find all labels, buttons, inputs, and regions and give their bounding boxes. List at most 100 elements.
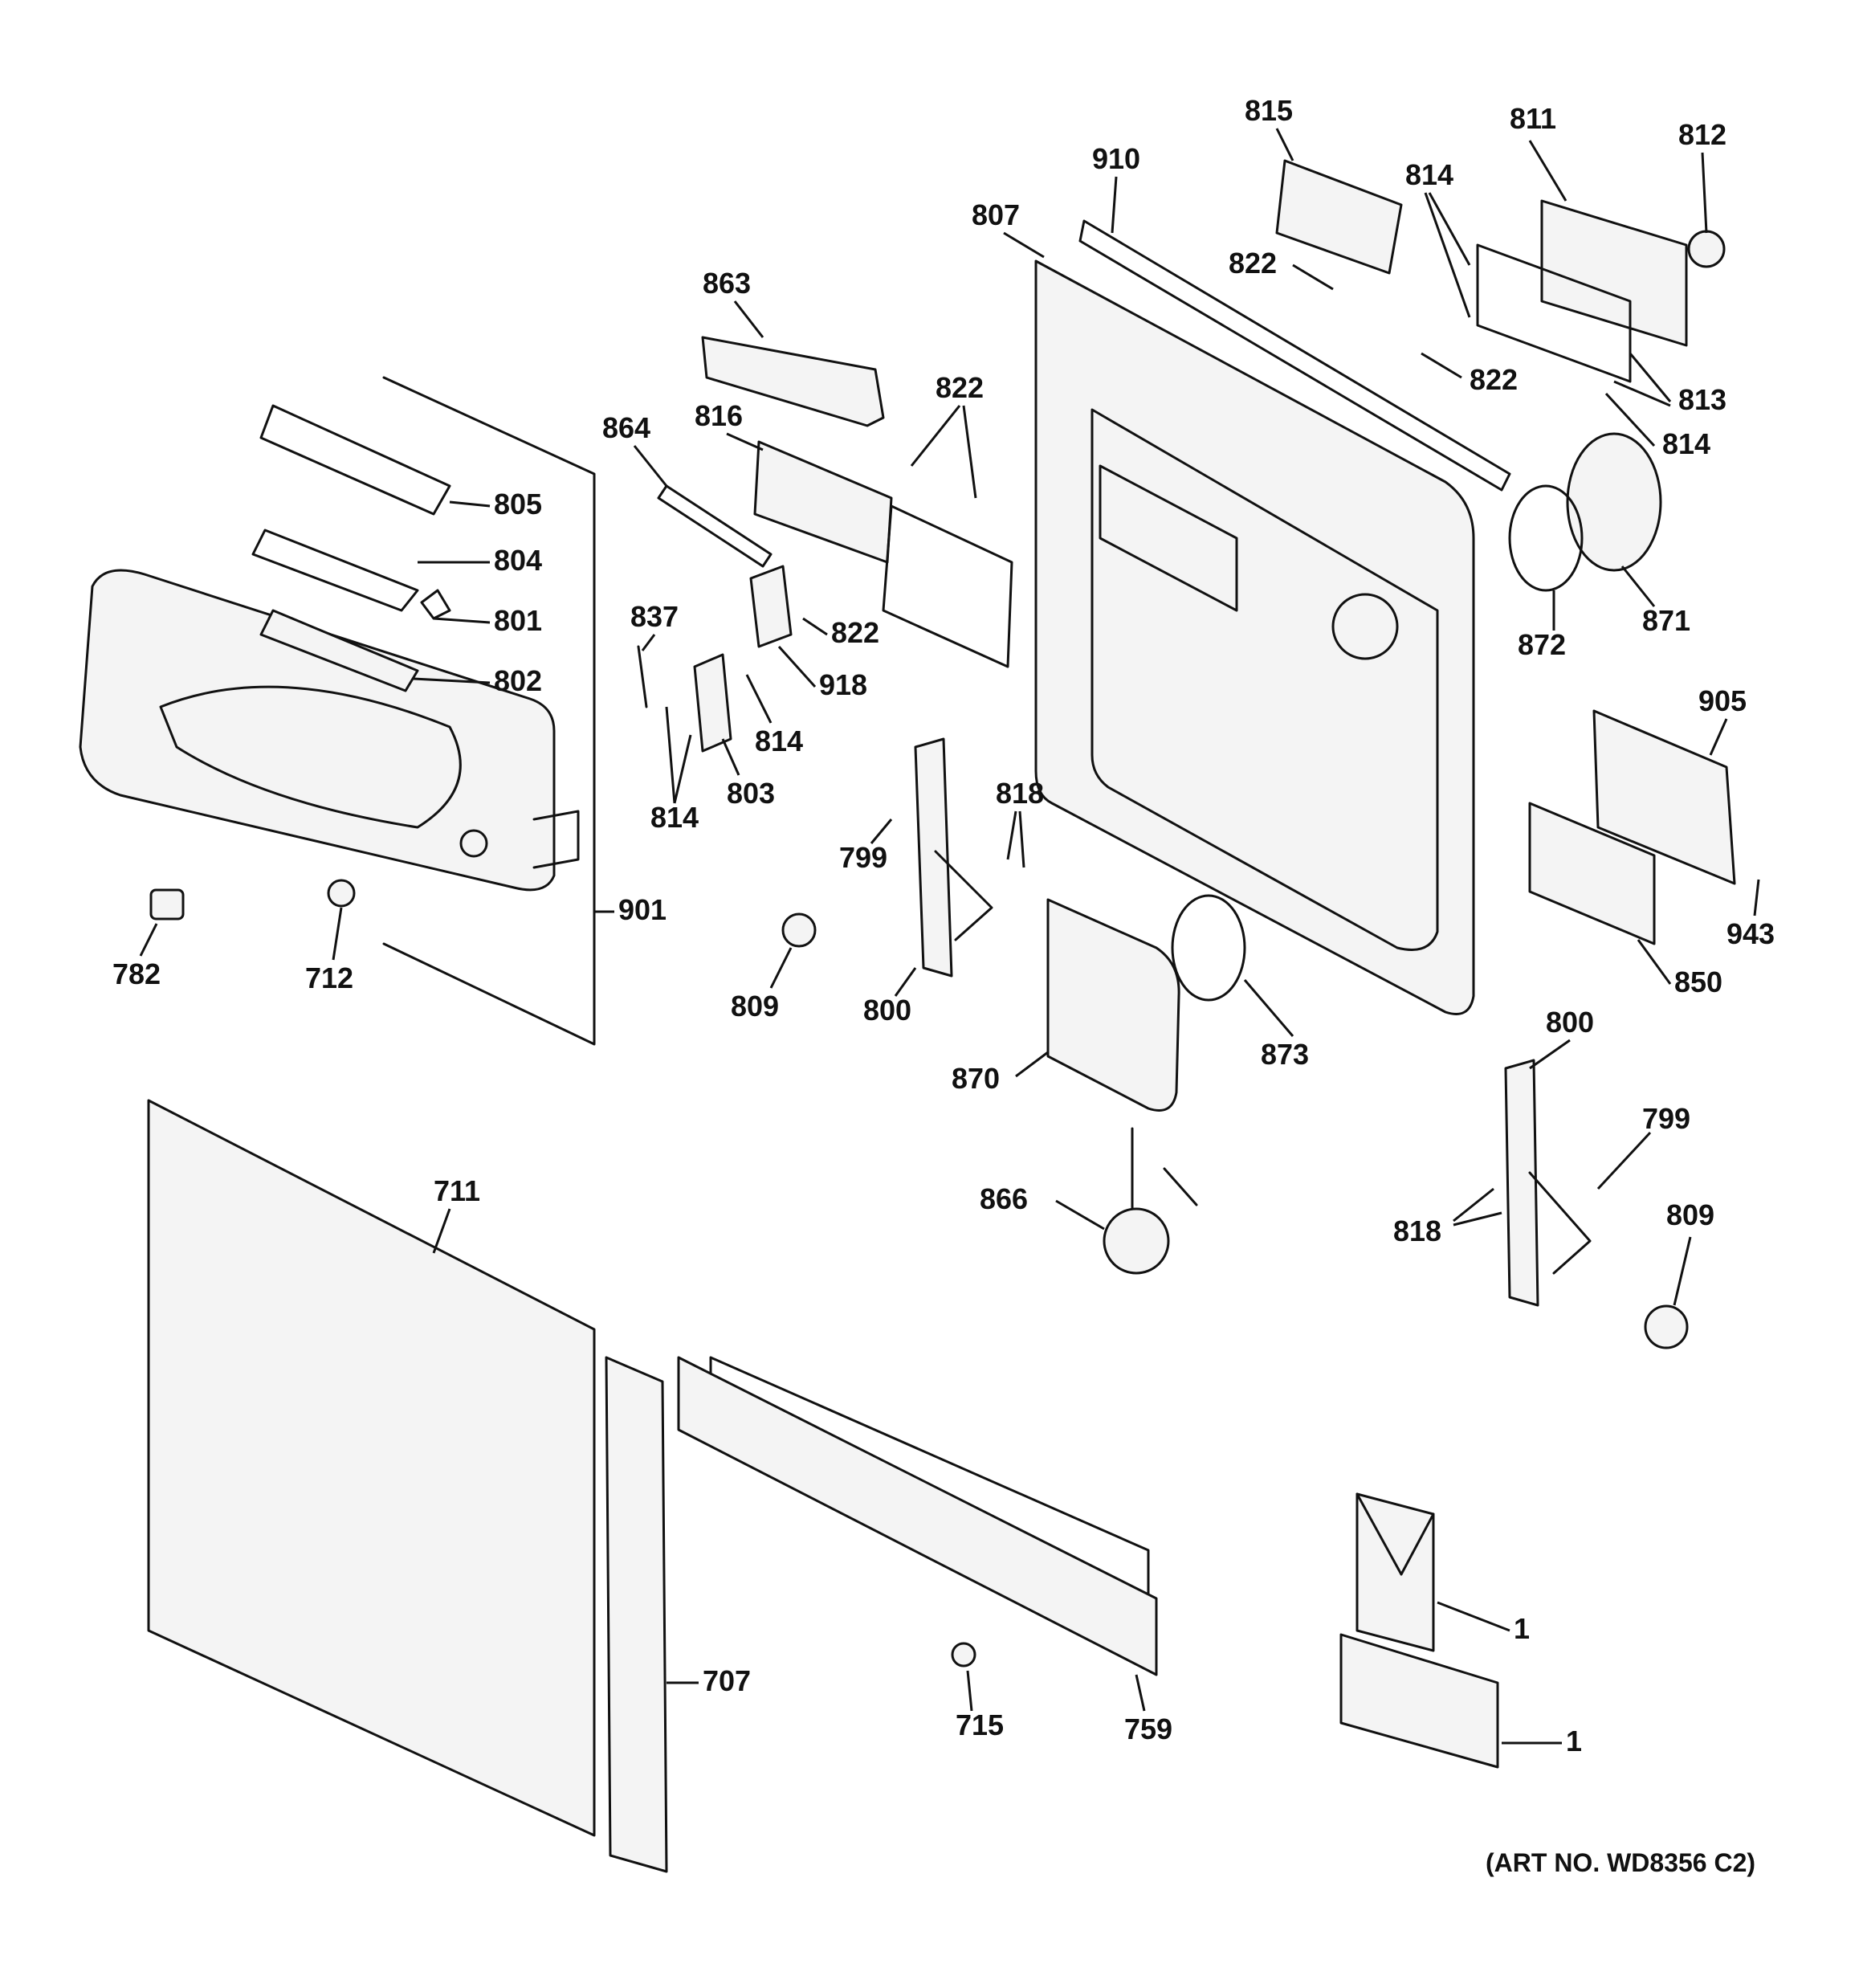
callout-800-right: 800 [1546, 1006, 1594, 1039]
callout-822-right: 822 [1470, 363, 1518, 396]
leader-813 [1629, 353, 1672, 402]
part-816-mount [882, 504, 1013, 668]
part-805 [259, 404, 451, 516]
leader-818a [1006, 810, 1017, 860]
callout-918: 918 [819, 668, 867, 701]
leader-837 [641, 634, 656, 651]
callout-871: 871 [1642, 604, 1690, 637]
leader-lines [139, 128, 1760, 1745]
leader-715 [966, 1670, 973, 1712]
leader-818a2 [1018, 810, 1025, 868]
trim-707 [605, 1356, 668, 1873]
inner-door-807 [1034, 259, 1475, 1015]
leader-863 [733, 300, 764, 338]
gasket-873 [1171, 894, 1246, 1002]
callout-1-bottom: 1 [1566, 1725, 1582, 1757]
callout-802: 802 [494, 664, 542, 697]
leader-873 [1243, 979, 1294, 1037]
callout-809-left: 809 [731, 990, 779, 1023]
callout-863: 863 [703, 267, 751, 300]
part-910 [1078, 219, 1511, 492]
leader-814d [665, 706, 676, 804]
leader-759 [1135, 1674, 1146, 1712]
leader-814c [745, 674, 773, 724]
part-802 [259, 609, 419, 692]
leader-803 [721, 738, 740, 776]
callout-850: 850 [1674, 965, 1722, 998]
callout-815: 815 [1245, 94, 1293, 127]
part-815 [1275, 159, 1403, 275]
leader-805 [449, 500, 491, 508]
inner-door-window [1099, 464, 1238, 612]
lower-door-group [147, 1099, 1158, 1873]
leader-850 [1637, 939, 1672, 985]
callout-814-mid: 814 [755, 725, 803, 757]
callout-715: 715 [956, 1708, 1004, 1741]
part-803 [693, 653, 732, 753]
leader-918 [777, 645, 817, 688]
callout-822-lower: 822 [831, 616, 879, 649]
callout-818-bottom: 818 [1393, 1214, 1441, 1247]
leader-943 [1753, 879, 1760, 916]
part-918 [749, 565, 793, 648]
bracket-901 [382, 376, 596, 1046]
leader-818b [1453, 1187, 1494, 1223]
callout-837: 837 [630, 600, 679, 633]
spring-801 [420, 589, 451, 620]
upper-right-parts [1275, 159, 1736, 945]
callout-782: 782 [112, 957, 161, 990]
callout-804: 804 [494, 544, 542, 577]
part-809-right [1644, 1304, 1689, 1349]
outer-door-711 [147, 1099, 596, 1837]
callout-813: 813 [1678, 383, 1726, 416]
part-816 [753, 440, 893, 564]
leader-814d2 [673, 734, 692, 804]
leader-910 [1111, 176, 1118, 234]
leader-905 [1709, 718, 1728, 756]
literature-label [1339, 1633, 1499, 1769]
leader-866 [1055, 1199, 1105, 1231]
dispenser-group [1046, 894, 1246, 1275]
small-left-parts [149, 565, 793, 921]
callout-822-top: 822 [1229, 247, 1277, 280]
leader-800a [894, 967, 917, 997]
leader-871 [1620, 565, 1656, 607]
callout-822-mid: 822 [936, 371, 984, 404]
hinge-800-left-arm [934, 850, 993, 941]
leader-1a [1437, 1601, 1510, 1632]
leader-802 [413, 677, 491, 684]
callout-1-top: 1 [1514, 1612, 1530, 1645]
hinge-assemblies [781, 737, 1689, 1349]
callout-811: 811 [1510, 102, 1556, 135]
hinge-800-right-arm [1528, 1171, 1592, 1275]
callout-809-right: 809 [1666, 1198, 1714, 1231]
part-871 [1566, 432, 1662, 572]
toe-panel-759 [677, 1356, 1158, 1676]
leader-814a2 [1424, 192, 1471, 318]
callout-866: 866 [980, 1182, 1028, 1215]
leader-812 [1701, 152, 1708, 234]
leader-799a [870, 818, 893, 844]
callout-812: 812 [1678, 118, 1726, 151]
callout-807: 807 [972, 198, 1020, 231]
callout-711: 711 [434, 1174, 480, 1207]
leader-822c [910, 405, 961, 467]
part-804 [251, 529, 419, 612]
hinge-800-left [914, 737, 953, 978]
part-864 [657, 484, 773, 568]
part-872 [1508, 484, 1584, 592]
part-809-left [781, 912, 817, 948]
leader-870 [1015, 1051, 1049, 1078]
callout-901: 901 [618, 893, 667, 926]
callout-803: 803 [727, 777, 775, 810]
callout-905: 905 [1698, 684, 1747, 717]
leader-822d [802, 617, 828, 636]
inner-door-port [1331, 593, 1399, 660]
part-905 [1592, 709, 1736, 885]
callout-814-top: 814 [1405, 158, 1453, 191]
callout-872: 872 [1518, 628, 1566, 661]
leader-814a [1428, 192, 1471, 266]
screw-715 [951, 1642, 976, 1668]
part-811 [1540, 199, 1688, 347]
leader-799b [1596, 1131, 1652, 1190]
